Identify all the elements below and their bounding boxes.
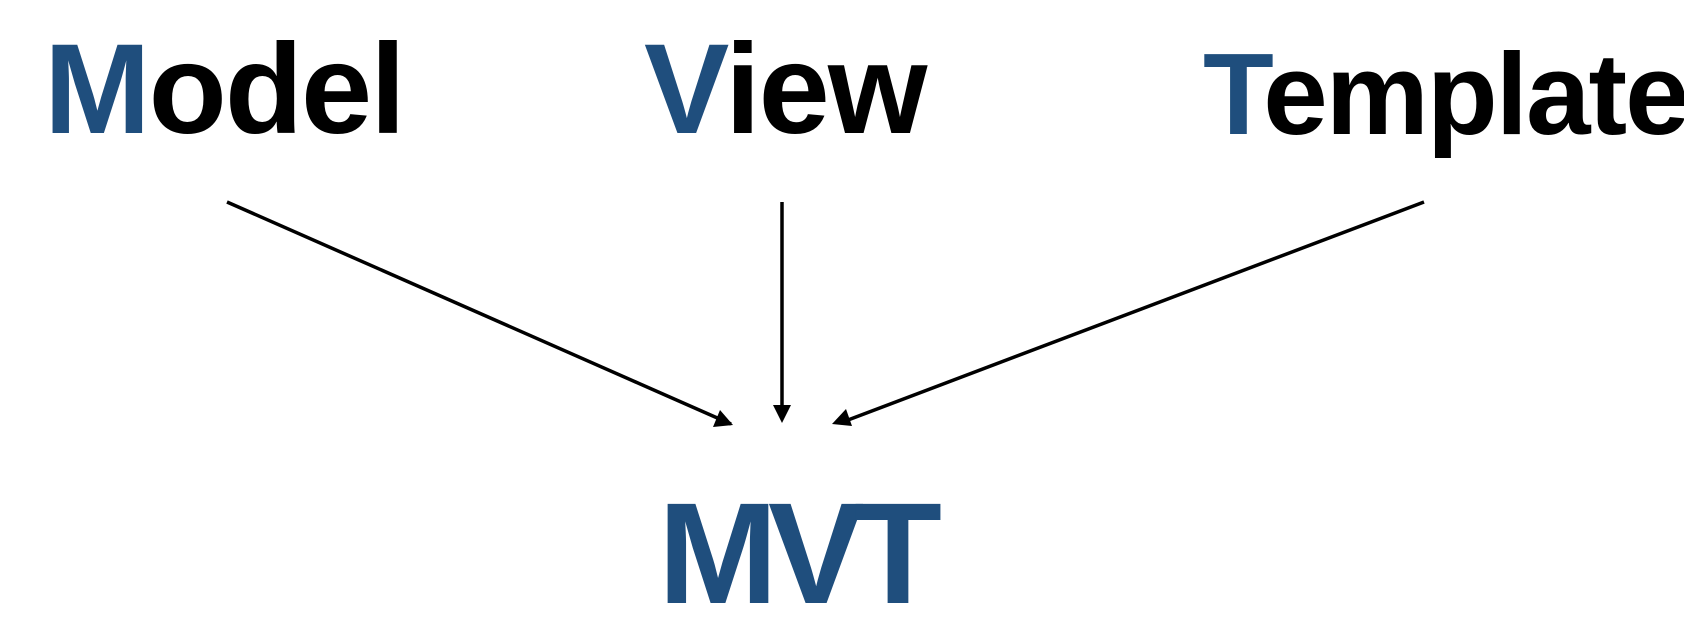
arrowhead-view bbox=[773, 405, 791, 423]
term-model: Model bbox=[44, 26, 406, 154]
term-view-initial: V bbox=[644, 18, 727, 161]
arrow-model-to-mvt bbox=[226, 200, 732, 426]
term-view-rest: iew bbox=[725, 18, 927, 161]
result-mvt: MVT bbox=[658, 473, 942, 634]
arrow-template-to-mvt bbox=[847, 200, 1425, 422]
term-model-rest: odel bbox=[148, 18, 406, 161]
term-model-initial: M bbox=[44, 18, 151, 161]
term-template: Template bbox=[1203, 36, 1684, 152]
term-view: View bbox=[644, 26, 927, 154]
term-template-initial: T bbox=[1203, 29, 1265, 159]
arrowhead-model bbox=[713, 410, 733, 427]
term-template-rest: emplate bbox=[1263, 29, 1684, 159]
arrowhead-template bbox=[832, 409, 852, 426]
